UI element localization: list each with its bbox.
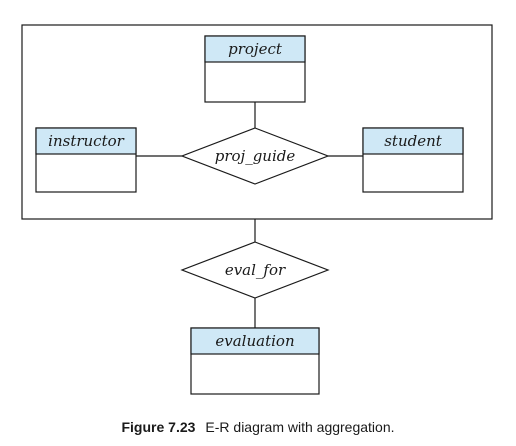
entity-project[interactable]: project <box>204 35 306 103</box>
entity-student-header <box>362 127 464 155</box>
figure-caption: Figure 7.23 E-R diagram with aggregation. <box>0 419 516 435</box>
entity-evaluation-header <box>190 327 320 355</box>
figure-number: Figure 7.23 <box>121 419 196 435</box>
relationship-proj-guide-diamond <box>180 127 330 185</box>
relationship-eval-for-label: eval_for <box>225 261 286 279</box>
entity-instructor-header <box>35 127 137 155</box>
figure-caption-text: E-R diagram with aggregation. <box>205 419 395 435</box>
entity-student-label: student <box>384 132 443 150</box>
entity-student[interactable]: student <box>362 127 464 193</box>
relationship-eval-for[interactable]: eval_for <box>180 241 330 299</box>
relationship-eval-for-diamond <box>180 241 330 299</box>
entity-evaluation[interactable]: evaluation <box>190 327 320 395</box>
entity-project-header <box>204 35 306 63</box>
entity-project-label: project <box>228 40 283 58</box>
entity-instructor-label: instructor <box>48 132 124 150</box>
entity-evaluation-label: evaluation <box>215 332 294 350</box>
relationship-proj-guide-label: proj_guide <box>215 147 296 165</box>
relationship-proj-guide[interactable]: proj_guide <box>180 127 330 185</box>
entity-instructor[interactable]: instructor <box>35 127 137 193</box>
